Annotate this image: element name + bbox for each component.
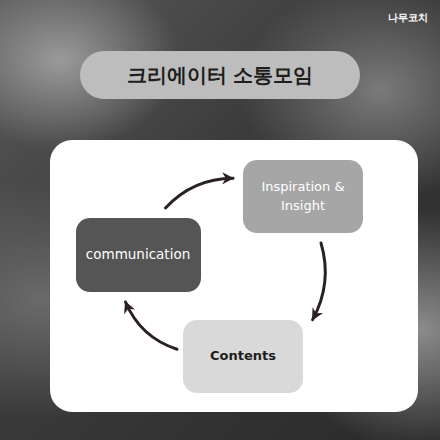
curved-arrow <box>313 243 326 320</box>
curved-arrow <box>126 302 178 349</box>
brand-watermark: 나무코치 <box>388 11 428 26</box>
curved-arrow <box>166 178 234 208</box>
title-pill: 크리에이터 소통모임 <box>80 51 360 99</box>
contents-box: Contents <box>183 320 303 393</box>
node-text: Inspiration & Insight <box>251 178 355 216</box>
inspiration-box: Inspiration & Insight <box>243 160 363 233</box>
node-text: Contents <box>210 347 276 366</box>
title-text: 크리에이터 소통모임 <box>127 61 314 90</box>
communication-box: communication <box>76 218 201 292</box>
node-text: communication <box>86 245 190 265</box>
